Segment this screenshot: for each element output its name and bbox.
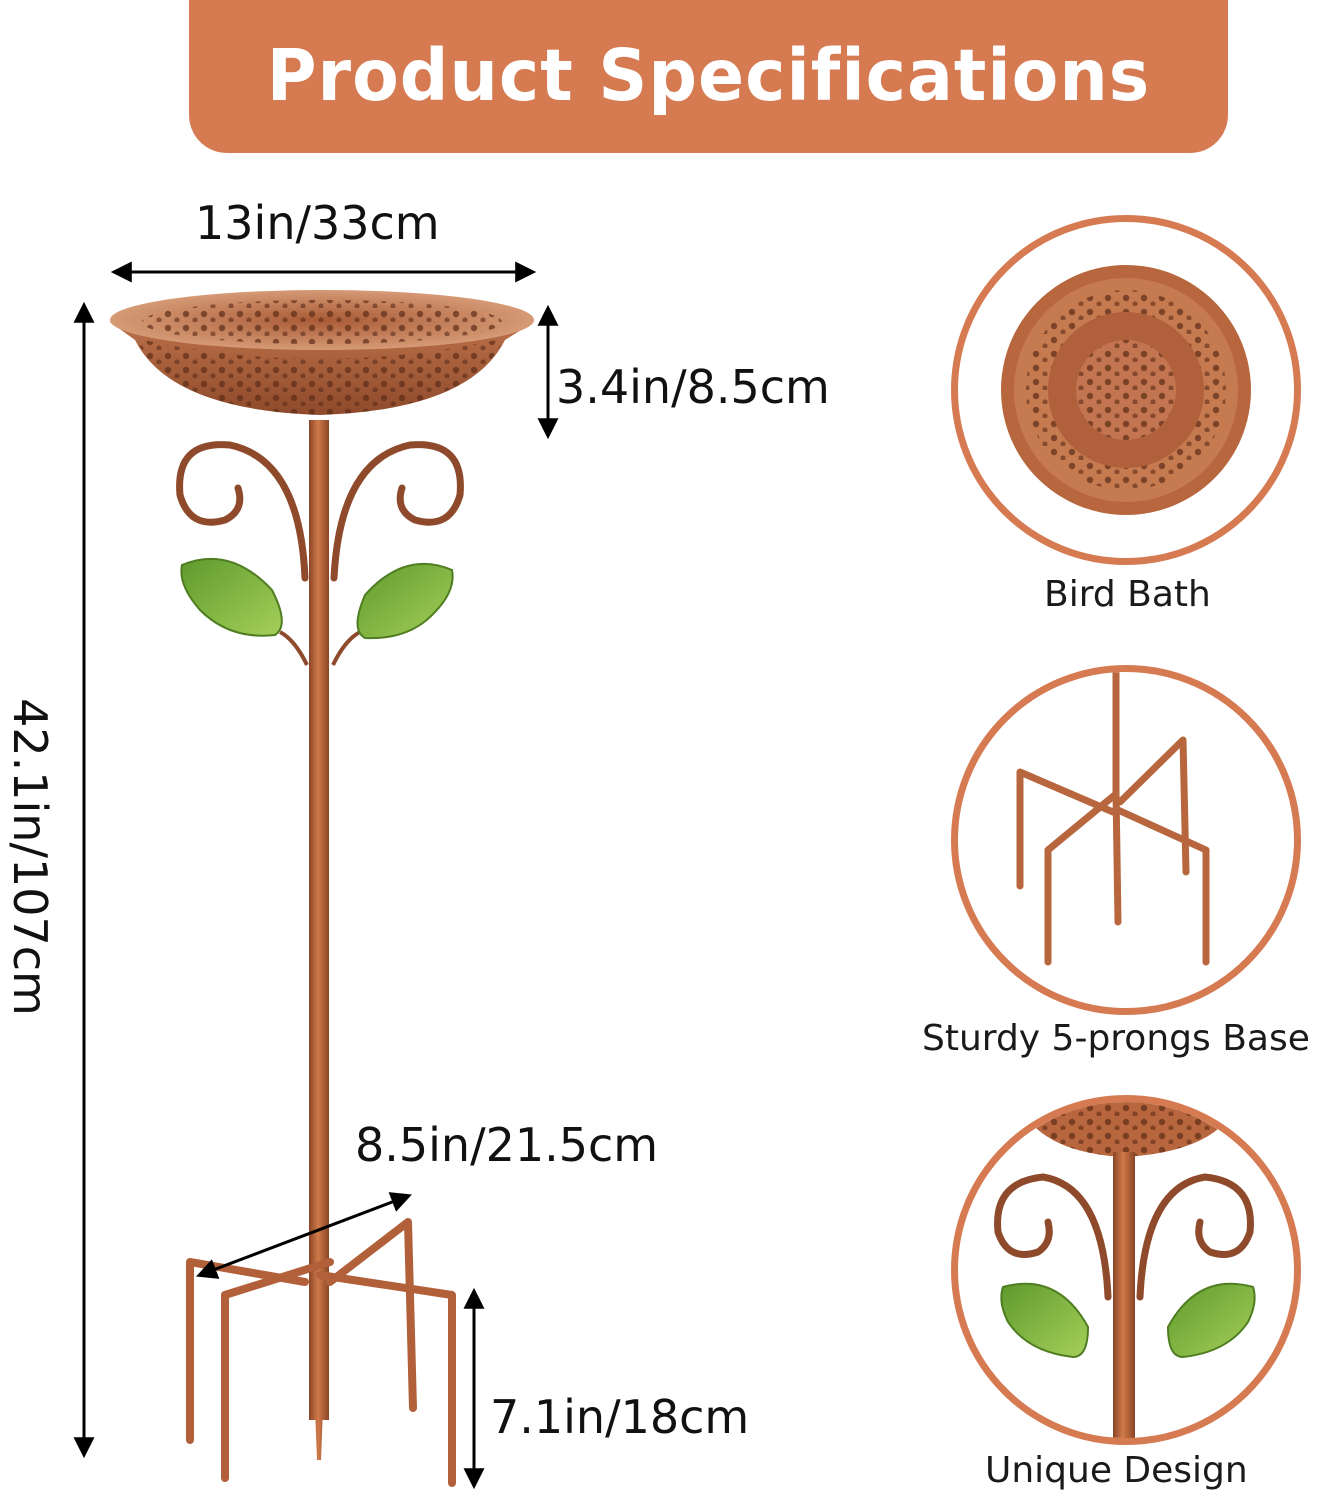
banner-title: Product Specifications — [266, 35, 1151, 118]
bowl — [110, 290, 534, 415]
bowl-diameter-label: 13in/33cm — [195, 196, 440, 250]
feature-caption-bird-bath: Bird Bath — [1044, 574, 1211, 615]
prong-height-label: 7.1in/18cm — [490, 1390, 750, 1444]
feature-caption-design: Unique Design — [985, 1450, 1248, 1491]
dimension-arrows — [73, 261, 559, 1490]
total-height-label: 42.1in/107cm — [3, 698, 57, 1016]
feature-design-image — [951, 1095, 1301, 1445]
feature-base-image — [951, 665, 1301, 1015]
base-width-label: 8.5in/21.5cm — [355, 1118, 659, 1172]
feature-caption-base: Sturdy 5-prongs Base — [922, 1018, 1310, 1059]
pole — [309, 420, 329, 1460]
five-prong-base-icon — [1016, 672, 1210, 966]
feature-bird-bath-image — [951, 215, 1301, 565]
leaf-ornaments — [180, 557, 454, 666]
bird-bath-bowl-icon — [1001, 265, 1251, 515]
leaf-scroll-design-icon — [994, 1102, 1256, 1438]
bowl-depth-label: 3.4in/8.5cm — [556, 360, 830, 414]
title-banner: Product Specifications — [189, 0, 1228, 153]
scroll-ornaments — [176, 441, 464, 582]
